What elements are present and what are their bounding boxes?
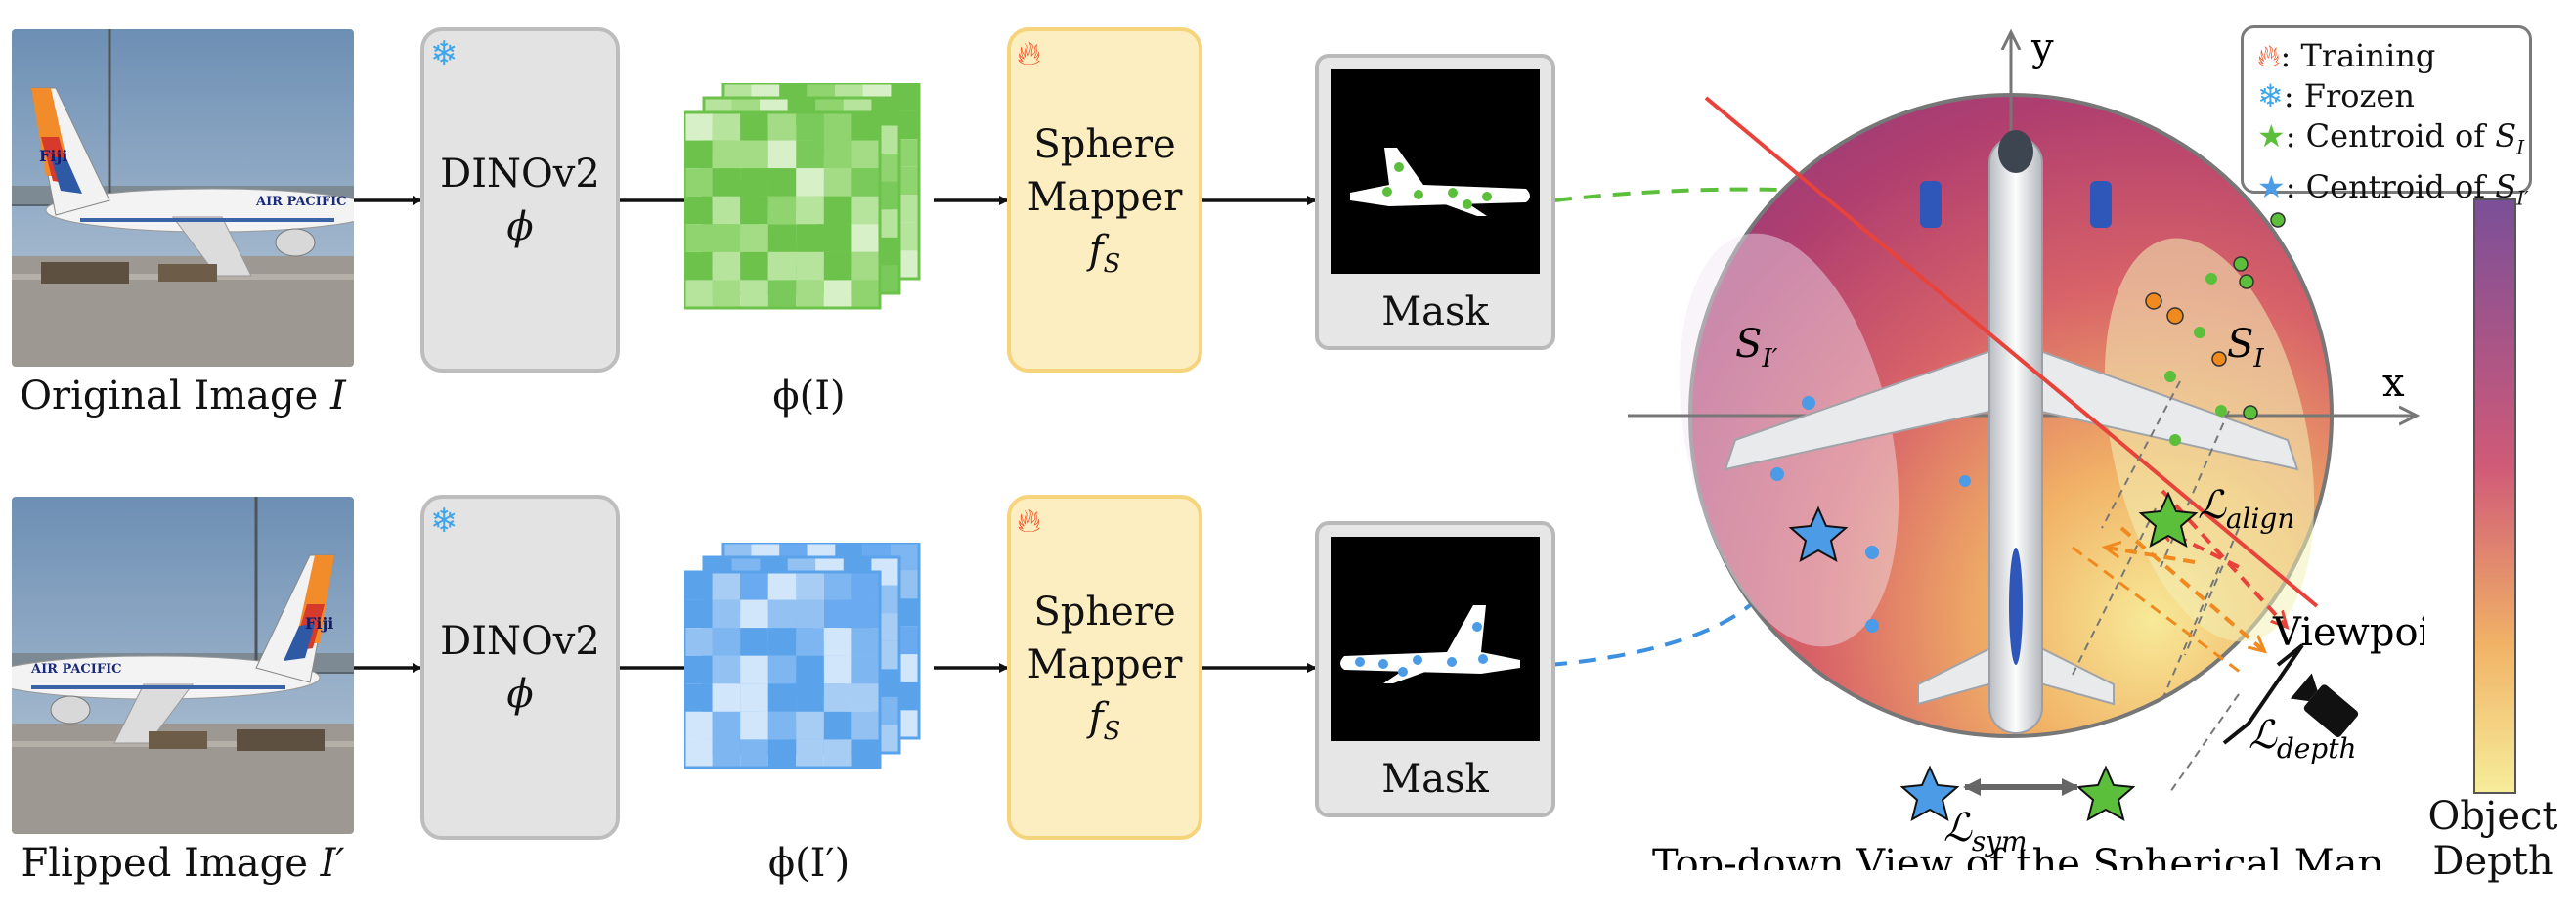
legend-centroid-si-prime: ★: Centroid of SI′: [2257, 167, 2529, 218]
mask-card: Mask: [1315, 54, 1555, 350]
mask-card: Mask: [1315, 521, 1555, 817]
feature-map-layer: [684, 570, 882, 769]
flame-icon: 🔥︎: [1017, 34, 1041, 73]
snowflake-icon: ❄: [430, 502, 458, 541]
region-left-label: SI′: [1735, 322, 1778, 374]
depth-label-2: Depth: [2432, 839, 2554, 884]
mapper-variable: f: [1088, 694, 1104, 740]
blue-star-bottom: [1899, 765, 1960, 821]
legend-centroid-si: ★: Centroid of SI: [2257, 116, 2524, 167]
airline-logo-text: AIR PACIFIC: [255, 195, 347, 209]
green-star-icon: ★: [2257, 117, 2286, 154]
caption-text: Original Image: [20, 374, 319, 418]
mask-image: [1331, 69, 1540, 274]
legend-frozen: ❄: Frozen: [2257, 76, 2515, 116]
feature-map-stack-green: [684, 83, 921, 310]
caption-variable: I′: [320, 841, 345, 886]
legend-frozen-text: : Frozen: [2283, 77, 2415, 114]
mapper-label-2: Mapper: [1026, 641, 1183, 687]
view-ray: [1704, 96, 2319, 608]
flame-icon: 🔥︎: [1017, 502, 1041, 541]
mapper-variable: f: [1088, 227, 1104, 273]
snowflake-icon: ❄: [430, 34, 458, 73]
mapper-subscript: S: [1103, 716, 1121, 746]
feature-map-stack-blue: [684, 543, 921, 769]
feature-caption: ϕ(I′): [767, 841, 851, 886]
legend-sub: I′: [2516, 186, 2529, 210]
sphere-mapper-block: Sphere Mapper fS: [1007, 27, 1202, 373]
encoder-label: DINOv2: [440, 618, 600, 664]
legend-training: 🔥︎: Training: [2257, 36, 2515, 76]
flipped-image-caption: Flipped Image I′: [12, 841, 354, 886]
encoder-variable: ϕ: [506, 671, 534, 717]
region-right-label: SI: [2227, 322, 2264, 374]
mapper-label-2: Mapper: [1026, 174, 1183, 220]
legend-training-text: : Training: [2280, 37, 2436, 74]
blue-dashed-arrow: [1549, 568, 1781, 667]
flame-icon: 🔥︎: [2257, 37, 2281, 74]
blue-star-icon: ★: [2257, 168, 2286, 206]
airplane-topdown: [1724, 130, 2299, 734]
caption-variable: I: [329, 374, 346, 418]
viewpoint-label: Viewpoint: [2272, 610, 2424, 655]
legend-math: S: [2495, 117, 2517, 154]
depth-colorbar: [2473, 198, 2516, 794]
depth-colorbar-label: Object Depth: [2415, 794, 2571, 884]
tail-logo-text: Fiji: [305, 614, 333, 633]
spherical-map-view: x y: [1628, 25, 2424, 870]
snowflake-icon: ❄: [2257, 77, 2284, 114]
y-axis-label: y: [2030, 25, 2054, 70]
original-image-caption: Original Image I: [12, 374, 354, 418]
feature-map-layer: [684, 110, 882, 310]
legend-box: 🔥︎: Training ❄: Frozen ★: Centroid of SI…: [2241, 25, 2532, 210]
loss-depth-label: ℒdepth: [2249, 713, 2357, 765]
feature-caption: ϕ(I): [772, 374, 846, 418]
sphere-mapper-block: Sphere Mapper fS: [1007, 495, 1202, 840]
camera-icon: [2290, 673, 2359, 737]
encoder-variable: ϕ: [506, 203, 534, 249]
legend-math: S: [2495, 168, 2517, 206]
x-axis-label: x: [2382, 361, 2405, 406]
legend-text: : Centroid of: [2285, 117, 2496, 154]
legend-sub: I: [2516, 135, 2525, 159]
dinov2-encoder-block: DINOv2 ϕ: [420, 27, 620, 373]
mask-label: Mask: [1381, 757, 1489, 802]
tail-logo-text: Fiji: [39, 147, 67, 165]
mask-image: [1331, 537, 1540, 741]
loss-sym-label: ℒsym: [1943, 806, 2028, 857]
legend-text: : Centroid of: [2285, 168, 2496, 206]
mapper-subscript: S: [1103, 248, 1121, 279]
mapper-label-1: Sphere: [1033, 589, 1176, 635]
green-star-bottom: [2075, 765, 2136, 821]
original-airplane-photo: Fiji AIR PACIFIC: [12, 29, 354, 367]
loss-align-label: ℒalign: [2198, 483, 2294, 535]
encoder-label: DINOv2: [440, 151, 600, 197]
green-centroid-star: [2138, 491, 2199, 548]
dinov2-encoder-block: DINOv2 ϕ: [420, 495, 620, 840]
depth-label-1: Object: [2427, 794, 2558, 839]
flipped-airplane-photo: Fiji AIR PACIFIC: [12, 497, 354, 834]
blue-centroid-star: [1788, 505, 1849, 562]
mask-label: Mask: [1381, 289, 1489, 334]
airline-logo-text: AIR PACIFIC: [30, 662, 122, 677]
caption-text: Flipped Image: [21, 841, 308, 886]
mapper-label-1: Sphere: [1033, 121, 1176, 167]
sphere-caption: Top-down View of the Spherical Map: [1652, 842, 2382, 870]
